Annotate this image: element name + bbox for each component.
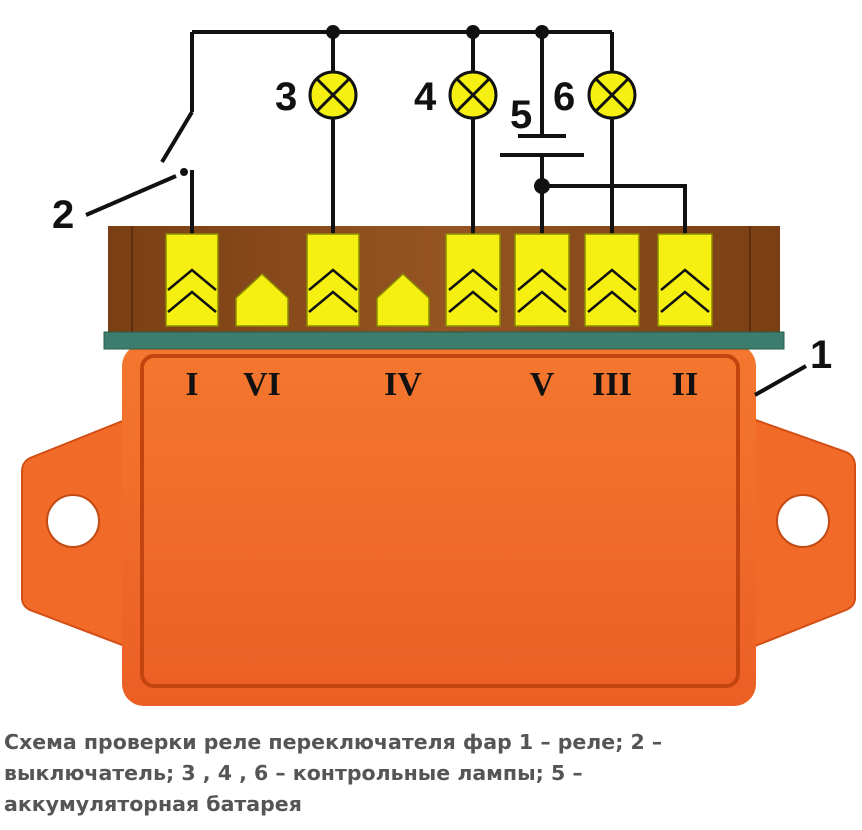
terminal-label-VI: VI <box>243 366 281 403</box>
terminal-II <box>657 233 713 327</box>
terminal-label-I: I <box>185 366 198 403</box>
left-mounting-hole <box>46 494 100 548</box>
lamp-6-icon <box>587 70 637 120</box>
callout-3-lamp: 3 <box>275 75 297 119</box>
right-mounting-hole <box>776 494 830 548</box>
terminal-III <box>584 233 640 327</box>
caption-line-1: Схема проверки реле переключателя фар 1 … <box>4 730 663 754</box>
callout-2-switch: 2 <box>52 193 74 237</box>
callout-6-lamp: 6 <box>553 75 575 119</box>
lamp-4-icon <box>448 70 498 120</box>
terminal-label-III: III <box>592 366 632 403</box>
wire-junctions <box>180 25 550 194</box>
relay-test-diagram: 1 2 3 4 5 6 I VI IV V III II <box>21 25 856 706</box>
terminal-label-II: II <box>672 366 698 403</box>
battery <box>500 134 584 157</box>
figure-caption: Схема проверки реле переключателя фар 1 … <box>4 727 854 820</box>
callout-1-relay: 1 <box>810 333 832 377</box>
caption-line-3: аккумуляторная батарея <box>4 792 302 816</box>
relay-body <box>122 344 756 706</box>
terminal-4-contact <box>445 233 501 327</box>
terminal-VI <box>235 272 289 327</box>
caption-line-2: выключатель; 3 , 4 , 6 – контрольные лам… <box>4 761 583 785</box>
lamp-3-icon <box>308 70 358 120</box>
terminal-IV <box>376 272 430 327</box>
terminal-3-contact <box>306 233 360 327</box>
terminal-I <box>165 233 219 327</box>
base-strip <box>103 331 785 350</box>
terminal-V <box>514 233 570 327</box>
callout-5-battery: 5 <box>510 93 532 137</box>
relay-body-inner <box>140 354 740 688</box>
terminal-label-IV: IV <box>384 366 422 403</box>
terminal-label-V: V <box>530 366 555 403</box>
callout-4-lamp: 4 <box>414 75 437 119</box>
